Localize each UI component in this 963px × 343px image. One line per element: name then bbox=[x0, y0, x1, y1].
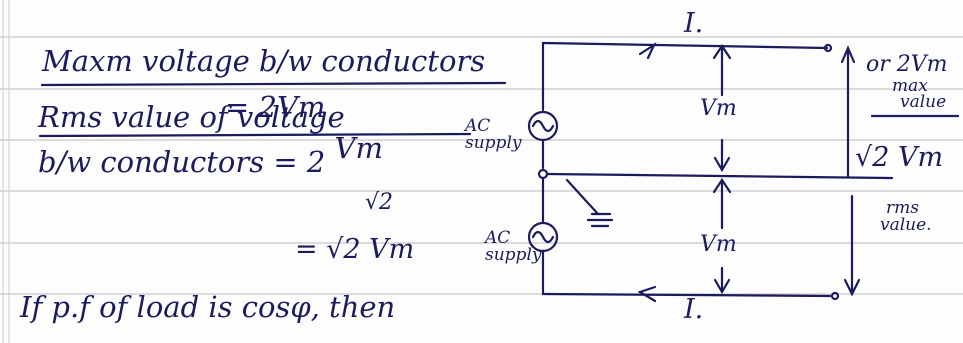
current-label-top: I. bbox=[684, 8, 704, 39]
rms-expr-text: b/w conductors = 2 bbox=[38, 145, 326, 179]
source-label-upper: AC supply bbox=[465, 116, 522, 153]
vm-label-upper: Vm bbox=[700, 96, 737, 121]
max-label-3: value bbox=[900, 92, 947, 112]
note-line-max-value: = 2Vm bbox=[225, 90, 326, 124]
rms-expr-numerator: Vm bbox=[334, 131, 383, 165]
note-line-rms-result: = √2 Vm bbox=[295, 234, 415, 265]
source-label-lower: AC supply bbox=[485, 228, 542, 265]
rms-expr-denominator: √2 bbox=[365, 190, 394, 215]
note-line-power-factor: If p.f of load is cosφ, then bbox=[20, 290, 396, 324]
rms-label-1: rms bbox=[886, 198, 919, 218]
vm-label-lower: Vm bbox=[700, 232, 737, 257]
note-line-rms-expr: b/w conductors = 2 Vm bbox=[38, 131, 383, 179]
rms-label-2: value. bbox=[880, 215, 932, 235]
margin-lines bbox=[2, 0, 10, 343]
circuit-diagram bbox=[38, 41, 960, 303]
max-label-2: max bbox=[892, 76, 928, 96]
rms-value-label: √2 Vm bbox=[855, 142, 944, 173]
note-line-max-voltage: Maxm voltage b/w conductors bbox=[42, 44, 486, 78]
max-label-1: or 2Vm bbox=[866, 52, 948, 77]
current-label-bottom: I. bbox=[684, 294, 704, 325]
note-line-rms-title: Rms value of voltage bbox=[38, 100, 345, 134]
ruled-lines bbox=[0, 36, 963, 295]
